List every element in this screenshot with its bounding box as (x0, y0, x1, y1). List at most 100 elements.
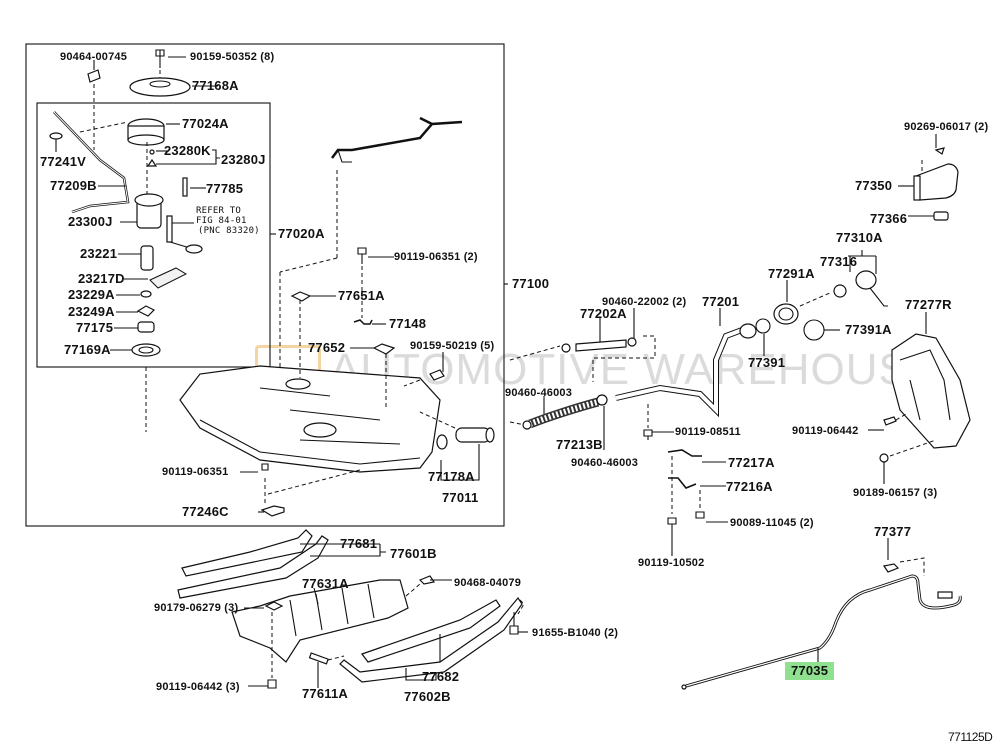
part-label-77601b[interactable]: 77601B (390, 546, 437, 561)
part-label-77277r[interactable]: 77277R (905, 297, 952, 312)
strainer-23217d (149, 267, 188, 289)
part-label-23229a[interactable]: 23229A (68, 287, 115, 302)
band-77602b (339, 596, 523, 683)
part-label-77366[interactable]: 77366 (870, 211, 908, 226)
part-label-77785[interactable]: 77785 (206, 181, 244, 196)
connector-77011 (455, 427, 491, 443)
bolt-90159-50352 (155, 49, 165, 68)
part-label-77011[interactable]: 77011 (442, 490, 479, 505)
clip-77246c (260, 505, 285, 517)
band-77682 (361, 599, 501, 663)
pin-77611a (308, 652, 329, 665)
part-label-77391a[interactable]: 77391A (845, 322, 892, 337)
filler-cap-ring-77291a (773, 303, 799, 325)
part-label-77631a[interactable]: 77631A (302, 576, 349, 591)
tube-77202a (575, 339, 627, 352)
part-label-90460-46003-a[interactable]: 90460-46003 (505, 387, 573, 399)
part-label-77681[interactable]: 77681 (340, 536, 378, 551)
part-label-90159-50219[interactable]: 90159-50219 (5) (410, 340, 495, 352)
part-label-77602b[interactable]: 77602B (404, 689, 451, 704)
lid-hinge-77366 (933, 211, 949, 221)
part-label-77246c[interactable]: 77246C (182, 504, 229, 519)
bracket-77216a (668, 477, 697, 489)
fuel-pump-23221 (140, 245, 154, 271)
part-label-23249a[interactable]: 23249A (68, 304, 115, 319)
part-label-77310a[interactable]: 77310A (836, 230, 883, 245)
part-label-90089-11045[interactable]: 90089-11045 (2) (730, 517, 814, 529)
part-label-77202a[interactable]: 77202A (580, 306, 627, 321)
part-label-23221[interactable]: 23221 (80, 246, 118, 261)
washer-77241v (49, 132, 63, 140)
part-label-90269-06017[interactable]: 90269-06017 (2) (904, 121, 989, 133)
part-label-77168a[interactable]: 77168A (192, 78, 239, 93)
part-label-90119-10502[interactable]: 90119-10502 (638, 557, 705, 569)
note-refer-line2[interactable]: FIG 84-01 (196, 216, 247, 226)
note-refer-line3: (PNC 83320) (198, 226, 260, 236)
part-label-77213b[interactable]: 77213B (556, 437, 603, 452)
part-label-77217a[interactable]: 77217A (728, 455, 775, 470)
part-label-90119-06442[interactable]: 90119-06442 (792, 425, 859, 437)
bracket-77148 (353, 319, 373, 325)
part-label-77148[interactable]: 77148 (389, 316, 427, 331)
part-label-90119-06351-2[interactable]: 90119-06351 (2) (394, 251, 478, 263)
part-label-90460-22002[interactable]: 90460-22002 (2) (602, 296, 687, 308)
part-label-77651a[interactable]: 77651A (338, 288, 385, 303)
part-label-91655-b1040[interactable]: 91655-B1040 (2) (532, 627, 619, 639)
part-label-77035-highlighted[interactable]: 77035 (785, 662, 835, 680)
cap-77316 (833, 284, 847, 298)
gasket-77169a (131, 343, 161, 357)
part-label-90119-06442-3[interactable]: 90119-06442 (3) (156, 681, 240, 693)
clamp-90464-00745 (87, 69, 101, 83)
part-label-77100[interactable]: 77100 (512, 276, 550, 291)
part-label-90119-06351[interactable]: 90119-06351 (162, 466, 229, 478)
part-label-90179-06279[interactable]: 90179-06279 (3) (154, 602, 239, 614)
part-label-23217d[interactable]: 23217D (78, 271, 125, 286)
filler-protector-77277r (891, 333, 971, 449)
bracket-77217a (667, 449, 702, 457)
part-label-77209b[interactable]: 77209B (50, 178, 97, 193)
part-label-77020a[interactable]: 77020A (278, 226, 325, 241)
part-label-77652[interactable]: 77652 (308, 340, 346, 355)
part-label-77201[interactable]: 77201 (702, 294, 740, 309)
part-label-23300j[interactable]: 23300J (68, 214, 113, 229)
part-label-77216a[interactable]: 77216A (726, 479, 773, 494)
part-label-90119-08511[interactable]: 90119-08511 (675, 426, 741, 438)
fuel-lid-77350 (915, 163, 959, 201)
watermark-text: AUTOMOTIVE WAREHOUSE (330, 345, 940, 394)
part-label-77350[interactable]: 77350 (855, 178, 893, 193)
part-label-90464-00745[interactable]: 90464-00745 (60, 51, 128, 63)
pad-77651a (290, 291, 312, 302)
part-label-90189-06157[interactable]: 90189-06157 (3) (853, 487, 938, 499)
part-label-77682[interactable]: 77682 (422, 669, 460, 684)
figure-code: 771125D (948, 730, 993, 744)
part-label-90159-50352[interactable]: 90159-50352 (8) (190, 51, 275, 63)
note-refer-line1: REFER TO (196, 206, 241, 216)
pad-77652 (372, 343, 396, 355)
fuel-tank-77001 (179, 365, 441, 473)
vent-pipe (331, 116, 463, 159)
part-label-77316[interactable]: 77316 (820, 254, 858, 269)
part-label-77241v[interactable]: 77241V (40, 154, 87, 169)
fuel-cap-77310a (855, 270, 877, 290)
part-label-77391[interactable]: 77391 (748, 355, 786, 370)
wire-77785 (182, 177, 188, 197)
part-label-77377[interactable]: 77377 (874, 524, 912, 539)
o-ring-77391a (803, 319, 825, 341)
part-label-77175[interactable]: 77175 (76, 320, 114, 335)
part-label-77178a[interactable]: 77178A (428, 469, 475, 484)
fuel-pump-assembly-frame (36, 102, 271, 368)
part-label-77024a[interactable]: 77024A (182, 116, 229, 131)
o-ring-77391 (755, 318, 771, 334)
fuel-tank-assembly-frame (25, 43, 505, 527)
part-label-77291a[interactable]: 77291A (768, 266, 815, 281)
part-label-90468-04079[interactable]: 90468-04079 (454, 577, 522, 589)
filler-neck-seal-77178a (436, 434, 448, 450)
part-label-23280k[interactable]: 23280K (164, 143, 211, 158)
leader-lines (98, 56, 937, 688)
part-label-23280j[interactable]: 23280J (221, 152, 266, 167)
part-label-90460-46003-b[interactable]: 90460-46003 (571, 457, 639, 469)
part-label-77169a[interactable]: 77169A (64, 342, 111, 357)
part-label-77611a[interactable]: 77611A (302, 686, 349, 701)
